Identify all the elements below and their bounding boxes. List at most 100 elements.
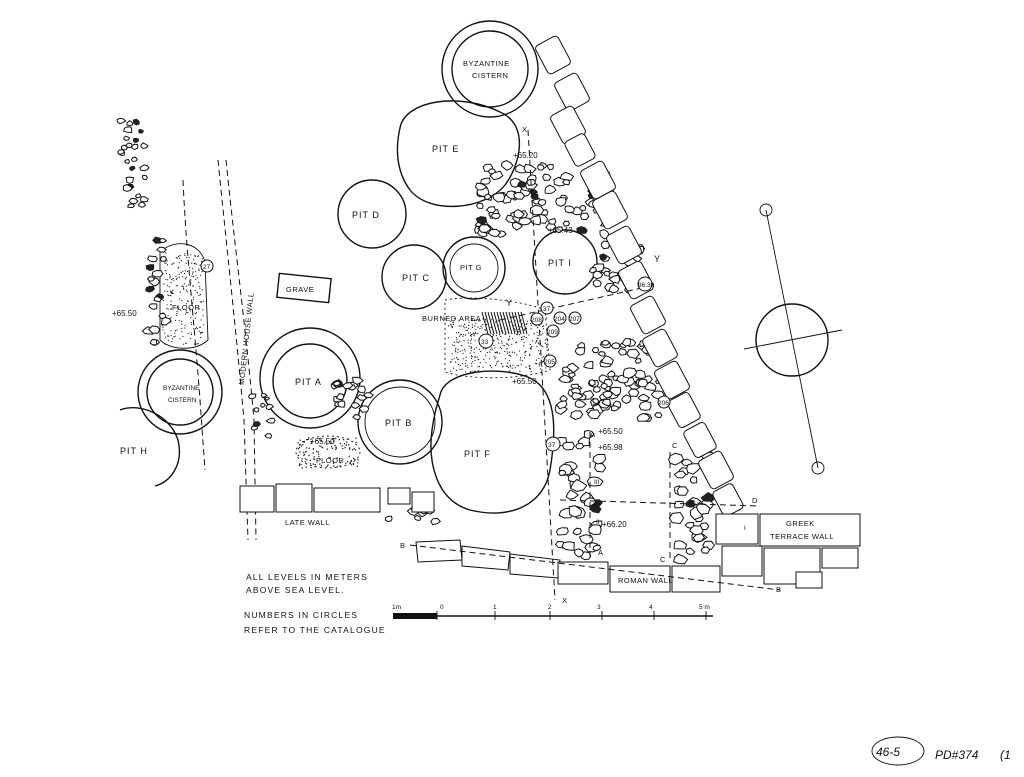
stone <box>611 405 620 412</box>
stone <box>561 541 575 551</box>
marker-a-bottom: A <box>598 548 604 557</box>
byzantine-cistern-top-label-1: BYZANTINE <box>463 59 510 68</box>
catalogue-number-208: 208 <box>530 312 544 326</box>
stone <box>600 382 608 390</box>
stone <box>542 173 552 181</box>
grave: GRAVE <box>276 272 332 304</box>
scale-tick-2: 2 <box>548 604 552 611</box>
stone <box>145 285 155 293</box>
stone <box>638 400 652 411</box>
stone <box>512 191 526 200</box>
stone <box>637 378 648 388</box>
stone <box>575 442 585 450</box>
stone <box>518 217 533 226</box>
stone <box>676 486 689 496</box>
stone <box>608 284 620 294</box>
stone <box>601 339 610 346</box>
grave-label: GRAVE <box>286 285 314 294</box>
note-numbers-2: REFER TO THE CATALOGUE <box>244 625 386 635</box>
stone <box>591 346 600 354</box>
stone <box>597 351 606 357</box>
pit-c-label: PIT C <box>402 273 430 283</box>
svg-text:206: 206 <box>658 400 669 407</box>
marker-a-top: A <box>590 430 596 439</box>
stone <box>568 505 583 518</box>
pit-g: PIT G <box>442 236 506 300</box>
catalogue-markers: 27 33 37 37 208 209 204 207 205 206 96.3… <box>200 259 671 452</box>
stone <box>673 470 687 479</box>
stone <box>544 184 557 195</box>
archive-mark: (1 <box>1000 748 1011 762</box>
marker-i: I <box>744 525 746 532</box>
stone <box>127 203 136 209</box>
wall-stone <box>683 422 717 458</box>
elevation-6543: +65.43 <box>548 226 573 235</box>
stone <box>592 544 602 552</box>
stone <box>148 325 161 334</box>
archive-markings: 46-5 PD#374 (1 <box>871 736 1011 766</box>
stone <box>700 492 716 502</box>
stone <box>586 476 604 487</box>
stone <box>588 524 602 535</box>
stone <box>155 246 167 253</box>
stone <box>689 476 698 484</box>
stone <box>547 218 557 225</box>
stone <box>122 184 133 192</box>
catalogue-number-209: 209 <box>546 324 560 338</box>
stone <box>555 527 569 536</box>
wall-stone <box>667 392 701 428</box>
floor-center-area: FLOOR <box>295 435 361 469</box>
stone <box>574 399 587 408</box>
stone <box>141 174 148 181</box>
stone <box>685 547 696 555</box>
stone <box>159 256 168 262</box>
svg-text:33: 33 <box>481 339 489 346</box>
svg-text:37: 37 <box>548 442 556 449</box>
stone <box>252 421 261 427</box>
elevation-6550-floor: +65.50 <box>310 437 335 446</box>
elevation-6550-left: +65.50 <box>112 309 137 318</box>
pit-f: PIT F <box>430 370 555 514</box>
catalogue-number-37b: 37 <box>545 436 561 452</box>
marker-c-bottom: C <box>660 555 666 564</box>
stone <box>484 193 492 201</box>
stone <box>537 164 545 171</box>
svg-text:27: 27 <box>203 264 211 271</box>
stone <box>341 381 354 390</box>
marker-b-right: B <box>776 585 782 594</box>
note-numbers-1: NUMBERS IN CIRCLES <box>244 610 358 620</box>
scale-tick-1m: 1m <box>392 604 401 611</box>
wall-stone <box>554 72 590 112</box>
stone <box>700 546 711 554</box>
stone <box>562 441 576 451</box>
stone <box>530 193 539 201</box>
east-wall-stones <box>535 35 744 517</box>
stone <box>592 385 601 393</box>
stone <box>546 163 554 171</box>
svg-text:204: 204 <box>554 316 565 323</box>
stone <box>592 398 600 405</box>
stone <box>562 220 570 227</box>
stone <box>158 238 168 243</box>
stone <box>335 393 345 401</box>
svg-text:96.30: 96.30 <box>638 282 655 289</box>
stone <box>537 198 547 207</box>
floor-center-label: FLOOR <box>316 456 344 465</box>
stone <box>634 358 642 364</box>
stone <box>555 197 567 207</box>
plan-notes: ALL LEVELS IN METERS ABOVE SEA LEVEL. NU… <box>244 572 386 635</box>
archive-ref: PD#374 <box>935 748 979 762</box>
stone <box>352 414 362 420</box>
stone <box>149 338 158 346</box>
marker-y-left: Y <box>506 298 513 308</box>
stone <box>607 370 616 378</box>
stone <box>492 192 506 203</box>
modern-house-wall-label: MODERN HOUSE WALL <box>237 292 256 385</box>
stone <box>123 126 133 134</box>
marker-x-top: X <box>522 125 528 134</box>
elevation-6550-a: +65.50 <box>598 427 623 436</box>
stone <box>139 164 150 172</box>
stone <box>363 392 375 399</box>
pit-g-label: PIT G <box>460 263 482 272</box>
